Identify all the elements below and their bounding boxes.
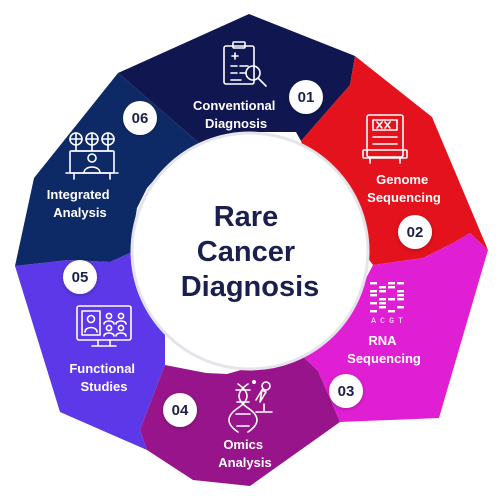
gel-band	[397, 282, 404, 285]
center-circle	[130, 131, 370, 371]
label-integrated: Integrated Analysis	[47, 187, 113, 220]
gel-band	[379, 302, 386, 305]
gel-band	[379, 298, 386, 301]
gel-band	[397, 294, 404, 297]
clipboard-magnifier-icon	[223, 41, 267, 87]
center-title-line-3: Diagnosis	[181, 271, 320, 303]
svg-text:05: 05	[72, 269, 89, 286]
gel-band	[397, 306, 404, 309]
gel-band	[370, 302, 377, 305]
svg-text:06: 06	[132, 110, 149, 127]
video-conference-icon	[76, 305, 132, 347]
svg-text:02: 02	[407, 224, 424, 241]
gel-band	[397, 298, 404, 301]
svg-text:01: 01	[298, 89, 315, 106]
label-rna: RNA Sequencing	[347, 333, 421, 366]
badge-03: 03	[329, 374, 363, 408]
sequencer-machine-icon	[362, 114, 408, 164]
badge-04: 04	[163, 393, 197, 427]
gel-band	[379, 306, 386, 309]
gel-band	[370, 310, 377, 313]
segment-functional	[15, 252, 165, 450]
rna-base-letter: G	[389, 317, 394, 326]
rna-base-letter: A	[371, 317, 376, 326]
gel-band	[370, 282, 377, 285]
gel-band	[388, 282, 395, 285]
badge-02: 02	[398, 215, 432, 249]
badge-05: 05	[63, 260, 97, 294]
rna-base-letter: C	[380, 317, 385, 326]
label-conventional: Conventional Diagnosis	[193, 98, 279, 131]
gel-band	[370, 294, 377, 297]
segment-conventional	[118, 14, 355, 150]
label-omics: Omics Analysis	[218, 437, 271, 470]
gel-band	[388, 310, 395, 313]
gel-band	[379, 286, 386, 289]
center-title-line-2: Cancer	[197, 236, 295, 268]
team-network-icon	[65, 132, 119, 180]
label-functional: Functional Studies	[69, 361, 138, 394]
gel-band	[379, 290, 386, 293]
center-title-line-1: Rare	[214, 201, 279, 233]
segment-omics	[140, 350, 340, 486]
svg-text:04: 04	[172, 402, 189, 419]
gel-band	[370, 290, 377, 293]
gel-band	[388, 286, 395, 289]
segment-integrated	[15, 73, 207, 266]
gel-band	[388, 298, 395, 301]
label-genome: Genome Sequencing	[367, 172, 441, 205]
gel-band	[397, 290, 404, 293]
svg-text:03: 03	[338, 383, 355, 400]
badge-01: 01	[289, 80, 323, 114]
dna-microscope-icon	[228, 380, 273, 433]
rna-base-letter: T	[398, 317, 403, 326]
badge-06: 06	[123, 101, 157, 135]
center-title: Rare Cancer Diagnosis	[181, 201, 320, 303]
